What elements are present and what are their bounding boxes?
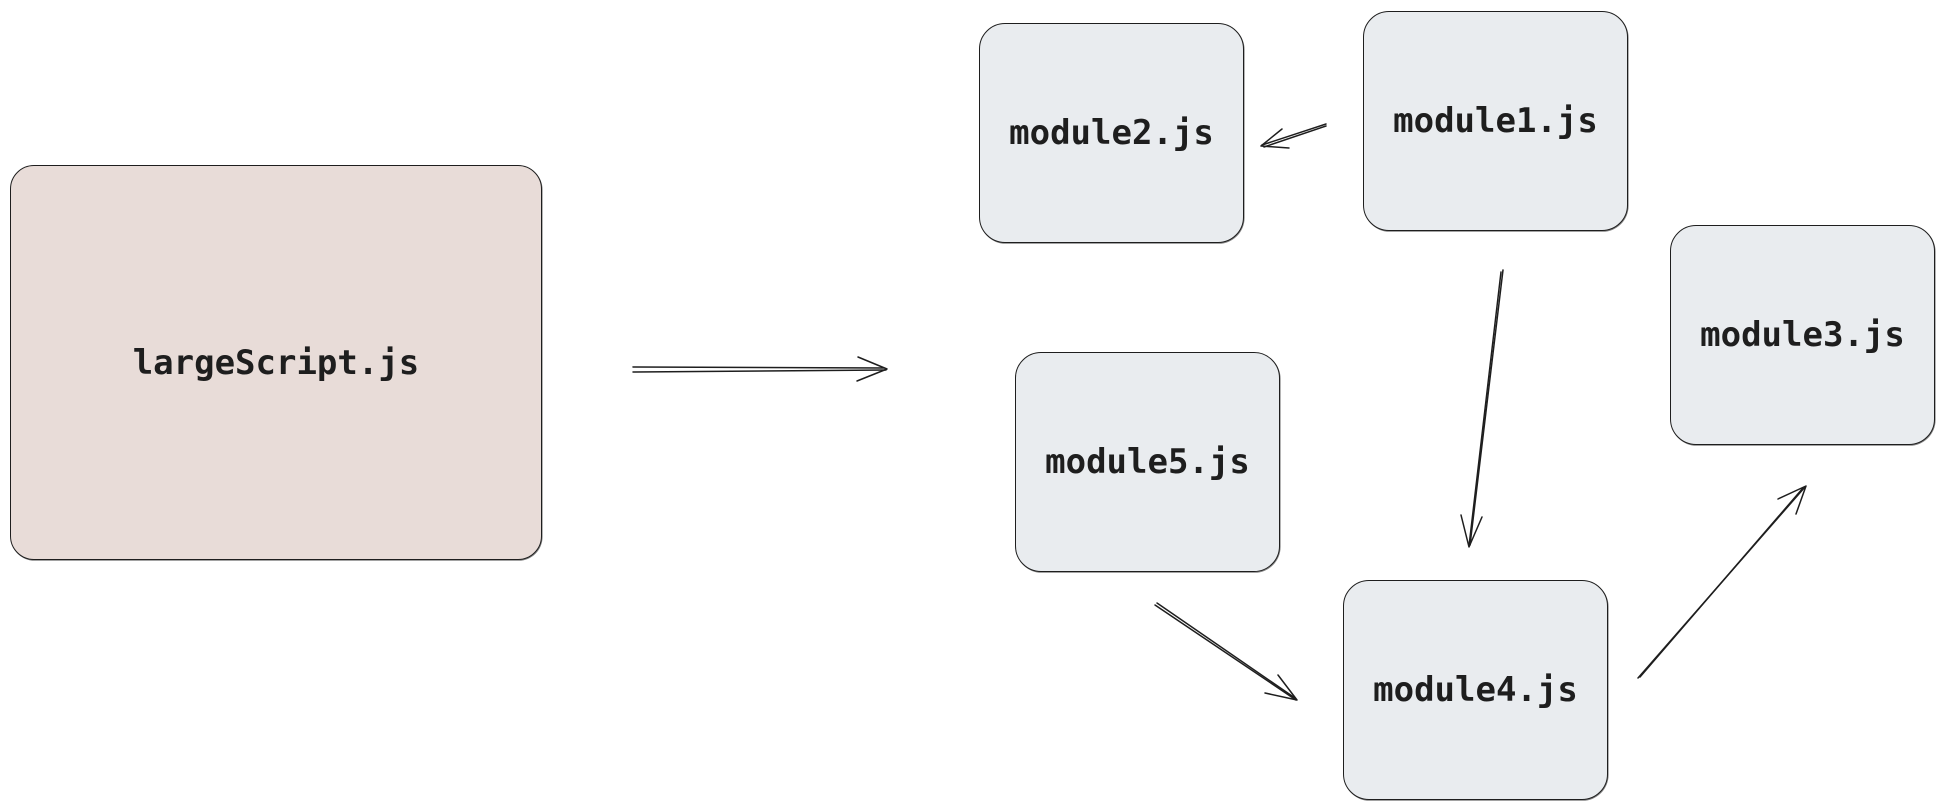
module3-label: module3.js [1700, 315, 1905, 355]
large-script-label: largeScript.js [132, 342, 420, 383]
module4-box[interactable]: module4.js [1343, 580, 1608, 800]
module1-label: module1.js [1393, 101, 1598, 141]
module5-box[interactable]: module5.js [1015, 352, 1280, 572]
arrow-module4-to-module3 [1637, 485, 1807, 679]
module3-box[interactable]: module3.js [1670, 225, 1935, 445]
arrow-module5-to-module4 [1154, 602, 1298, 701]
module2-label: module2.js [1009, 113, 1214, 153]
module2-box[interactable]: module2.js [979, 23, 1244, 243]
module5-label: module5.js [1045, 442, 1250, 482]
arrow-module1-to-module4 [1460, 269, 1504, 548]
arrow-large-to-modules [632, 356, 888, 382]
arrow-module1-to-module2 [1260, 123, 1327, 149]
module1-box[interactable]: module1.js [1363, 11, 1628, 231]
large-script-box[interactable]: largeScript.js [10, 165, 542, 560]
module4-label: module4.js [1373, 670, 1578, 710]
